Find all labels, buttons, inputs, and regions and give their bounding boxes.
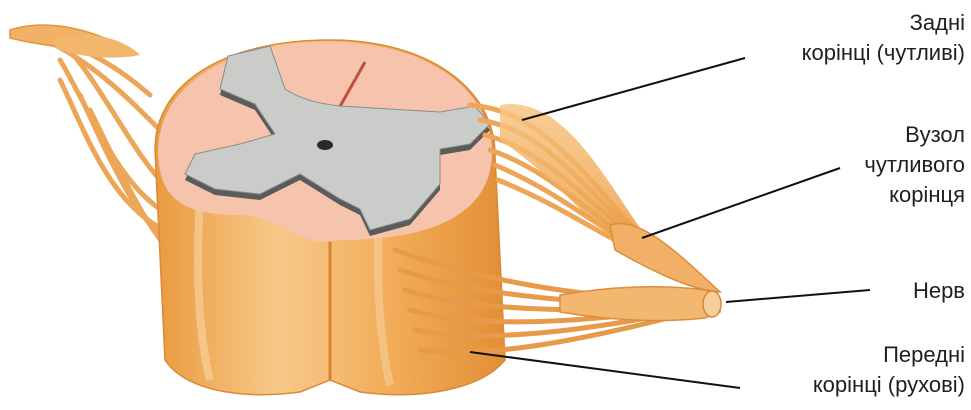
label-dorsal-roots-line1: Задні — [802, 8, 965, 38]
label-ventral-roots: Передні корінці (рухові) — [813, 340, 965, 400]
label-ganglion: Вузол чутливого корінця — [864, 120, 965, 210]
label-ganglion-line2: чутливого — [864, 150, 965, 180]
leader-nerve — [726, 290, 870, 302]
spinal-nerve — [560, 287, 720, 321]
central-canal — [317, 140, 333, 150]
leader-dorsal-roots — [522, 58, 745, 120]
label-nerve: Нерв — [913, 276, 965, 306]
label-ventral-roots-line1: Передні — [813, 340, 965, 370]
label-ventral-roots-line2: корінці (рухові) — [813, 370, 965, 400]
label-nerve-line1: Нерв — [913, 276, 965, 306]
nerve-cut-end — [703, 291, 721, 317]
dorsal-root-ganglion — [610, 223, 720, 292]
label-ganglion-line3: корінця — [864, 180, 965, 210]
leader-ganglion — [642, 168, 840, 238]
label-ganglion-line1: Вузол — [864, 120, 965, 150]
label-dorsal-roots-line2: корінці (чутливі) — [802, 38, 965, 68]
leader-ventral-roots — [470, 352, 740, 388]
label-dorsal-roots: Задні корінці (чутливі) — [802, 8, 965, 68]
